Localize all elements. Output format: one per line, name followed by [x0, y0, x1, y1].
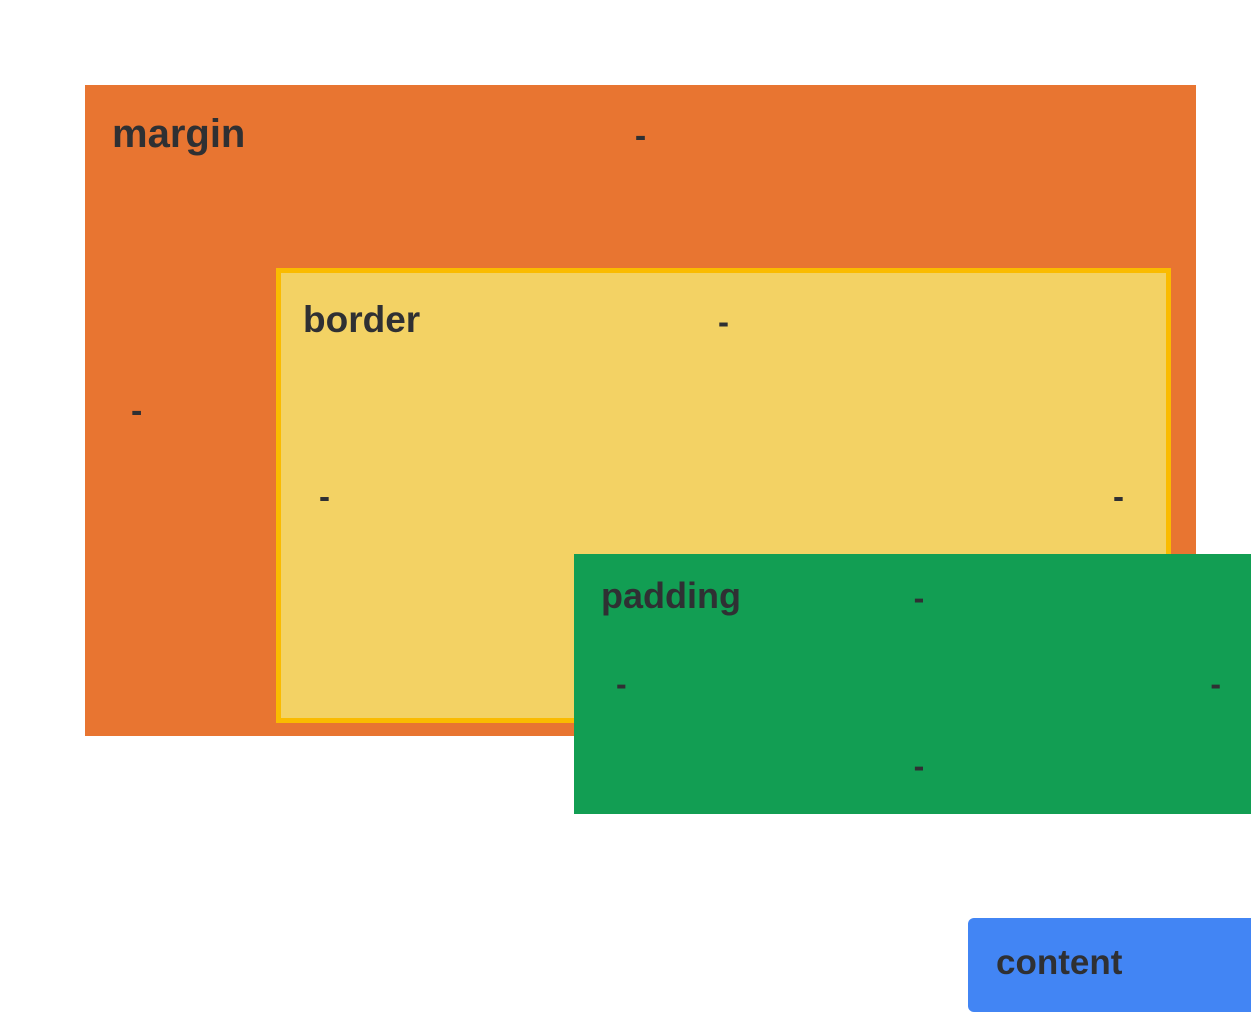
- margin-top-value[interactable]: -: [634, 117, 647, 155]
- padding-label: padding: [601, 575, 741, 616]
- box-model-diagram: margin - - - - border - - - - padding - …: [85, 85, 1251, 1012]
- border-left-value[interactable]: -: [319, 477, 330, 514]
- margin-left-value[interactable]: -: [131, 391, 143, 430]
- border-label: border: [303, 299, 421, 340]
- padding-left-value[interactable]: -: [616, 666, 627, 702]
- border-box[interactable]: border - - - - padding - - - - content -…: [276, 268, 1251, 1012]
- margin-box[interactable]: margin - - - - border - - - - padding - …: [85, 85, 1251, 1012]
- content-label: content: [996, 943, 1123, 982]
- border-right-value[interactable]: -: [1113, 477, 1124, 514]
- padding-box[interactable]: padding - - - - content - x -: [574, 554, 1251, 1012]
- content-box[interactable]: content - x -: [968, 918, 1251, 1012]
- padding-bottom-value[interactable]: -: [913, 748, 925, 784]
- padding-right-value[interactable]: -: [1210, 666, 1221, 702]
- padding-top-value[interactable]: -: [913, 580, 925, 616]
- margin-label: margin: [112, 112, 246, 156]
- border-top-value[interactable]: -: [718, 303, 729, 340]
